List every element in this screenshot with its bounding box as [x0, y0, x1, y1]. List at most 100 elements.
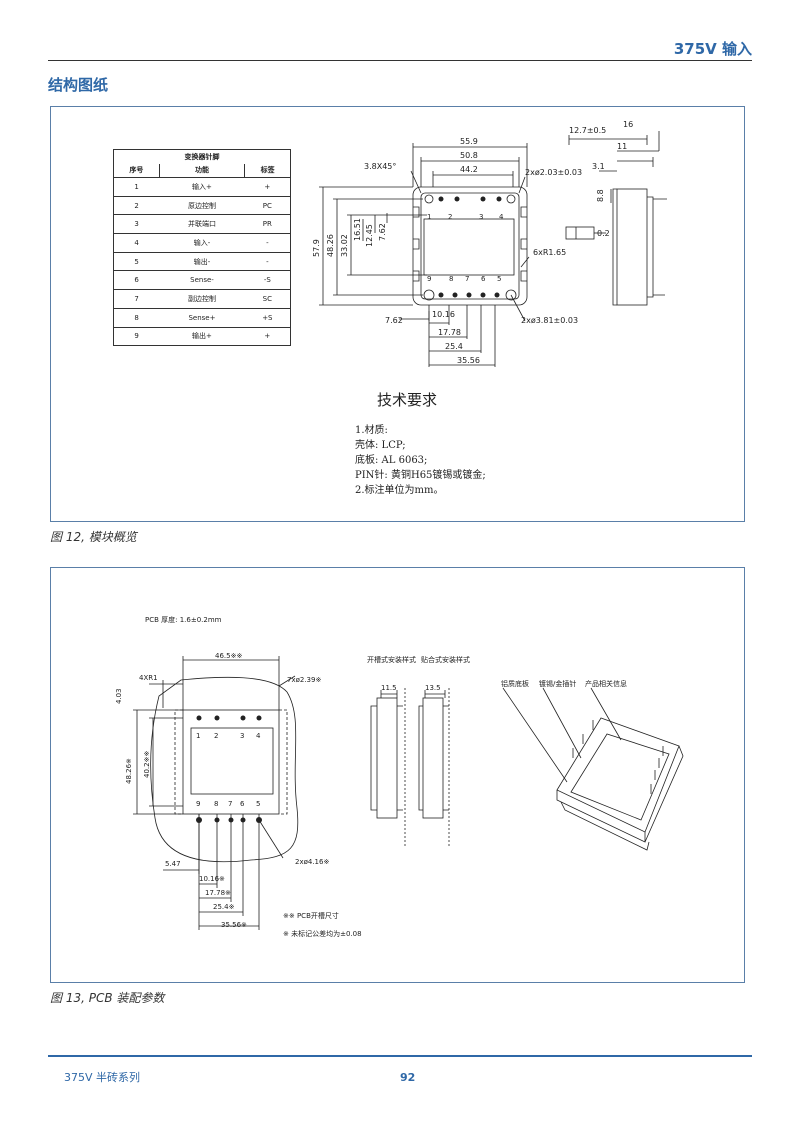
pin-number: 3 [479, 213, 483, 221]
dim-label: 16 [623, 120, 633, 129]
dim-label: 2xø4.16※ [295, 858, 329, 866]
dim-label: 13.5 [425, 684, 441, 692]
dim-label: 3.8X45° [364, 162, 396, 171]
pin-number: 7 [465, 275, 469, 283]
dim-label: 48.26※ [125, 758, 133, 784]
dim-label: 7.62 [378, 223, 387, 241]
dim-label: 46.5※※ [215, 652, 242, 660]
pin-number: 5 [256, 800, 260, 808]
pin-number: 8 [214, 800, 218, 808]
install-open-label: 开槽式安装样式 [367, 655, 416, 664]
pin-number: 2 [214, 732, 218, 740]
label-pin: 镀锡/金插针 [539, 679, 576, 688]
dim-label: 17.78※ [205, 889, 231, 897]
dim-label: 7.62 [385, 316, 403, 325]
module-inner [420, 192, 520, 300]
dim-label: 0.2 [597, 229, 610, 238]
pin-number: 6 [481, 275, 486, 283]
note-tolerance: ※ 未标记公差均为±0.08 [283, 929, 362, 938]
tech-line: 底板: AL 6063; [355, 455, 428, 466]
pin-number: 5 [497, 275, 501, 283]
pin-number: 9 [196, 800, 200, 808]
dim-label: 57.9 [312, 239, 321, 257]
dim-label: 2xø2.03±0.03 [525, 168, 582, 177]
install-close-label: 贴合式安装样式 [421, 655, 470, 664]
pcb-thickness: PCB 厚度: 1.6±0.2mm [145, 615, 222, 624]
dim-label: 3.1 [592, 162, 605, 171]
figure-pcb-assembly: PCB 厚度: 1.6±0.2mm 46.5※※ 4XR1 4.03 7xø2.… [50, 567, 745, 983]
pin-number: 9 [427, 275, 431, 283]
section-title: 结构图纸 [48, 76, 109, 94]
dim-label: 11.5 [381, 684, 397, 692]
label-base: 铝质底板 [501, 679, 529, 688]
footer-rule [48, 1055, 752, 1057]
module-outline [412, 186, 528, 306]
pin-number: 7 [228, 800, 232, 808]
pin-table-cell: 输出+ [159, 326, 245, 347]
tech-line: 1.材质: [355, 425, 388, 436]
page-number: 92 [400, 1071, 416, 1084]
dim-label: 33.02 [340, 234, 349, 257]
module-drawing: 55.9 50.8 44.2 3.8X45° 2xø2.03±0.03 57.9… [312, 120, 667, 367]
pin-table-col: 功能 [158, 163, 246, 178]
pin-number: 4 [256, 732, 261, 740]
module-side-view [616, 188, 648, 306]
dim-label: 6xR1.65 [533, 248, 566, 257]
dim-label: 4.03 [115, 688, 123, 704]
tech-title: 技术要求 [377, 391, 438, 409]
dim-label: 35.56 [457, 356, 480, 365]
dim-label: 10.16 [432, 310, 455, 319]
pin-table-cell: 9 [113, 326, 160, 347]
dim-label: 4XR1 [139, 674, 158, 682]
pin-table-title: 变换器针脚 [113, 149, 291, 164]
dim-label: 8.8 [596, 189, 605, 202]
tech-line: 壳体: LCP; [355, 440, 406, 451]
pin-number: 6 [240, 800, 245, 808]
module-label-area [423, 218, 515, 276]
tech-line: 2.标注单位为mm。 [355, 485, 444, 496]
dim-label: 50.8 [460, 151, 478, 160]
dim-label: 5.47 [165, 860, 181, 868]
dim-label: 25.4※ [213, 903, 235, 911]
note-slot: ※※ PCB开槽尺寸 [283, 911, 339, 920]
pcb-drawing: PCB 厚度: 1.6±0.2mm 46.5※※ 4XR1 4.03 7xø2.… [115, 615, 684, 938]
pin-table-col: 标签 [244, 163, 291, 178]
dim-label: 12.7±0.5 [569, 126, 606, 135]
pcb-outline [150, 676, 299, 863]
dim-label: 48.26 [326, 234, 335, 257]
pin-number: 8 [449, 275, 453, 283]
dim-label: 16.51 [353, 218, 362, 241]
dim-label: 55.9 [460, 137, 478, 146]
dim-label: 11 [617, 142, 627, 151]
pin-number: 1 [427, 213, 431, 221]
figure-12-caption: 图 12, 模块概览 [50, 530, 137, 544]
dim-label: 40.2※※ [143, 751, 151, 778]
dim-label: 44.2 [460, 165, 478, 174]
dim-label: 2xø3.81±0.03 [521, 316, 578, 325]
tech-notes: 1.材质: 壳体: LCP; 底板: AL 6063; PIN针: 黄铜H65镀… [355, 423, 486, 498]
label-info: 产品相关信息 [585, 679, 627, 688]
dim-label: 25.4 [445, 342, 463, 351]
dim-label: 10.16※ [199, 875, 225, 883]
header-title: 375V 输入 [673, 40, 752, 58]
figure-13-caption: 图 13, PCB 装配参数 [50, 991, 165, 1005]
pin-number: 3 [240, 732, 244, 740]
pin-number: 1 [196, 732, 200, 740]
footer-series: 375V 半砖系列 [64, 1071, 141, 1084]
dim-label: 35.56※ [221, 921, 247, 929]
tech-line: PIN针: 黄铜H65镀锡或镀金; [355, 470, 486, 481]
dim-label: 12.45 [365, 224, 374, 247]
pin-number: 2 [448, 213, 452, 221]
dim-label: 7xø2.39※ [287, 676, 321, 684]
pcb-footprint [182, 709, 280, 815]
